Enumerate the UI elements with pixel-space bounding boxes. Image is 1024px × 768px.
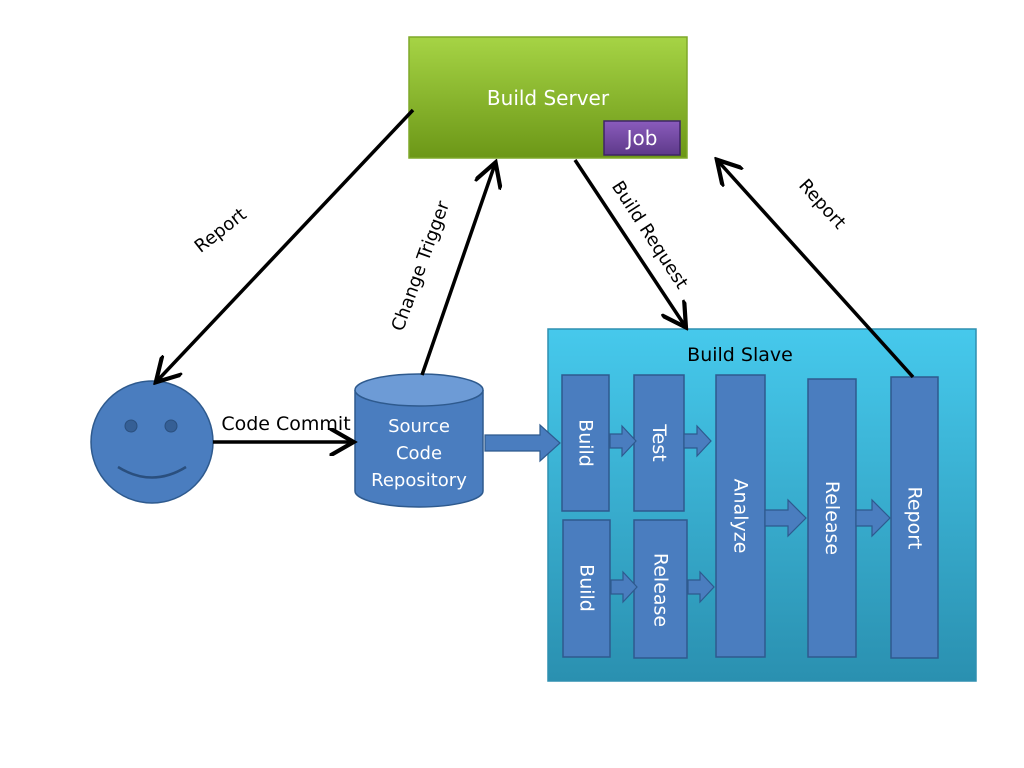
edge-label-code-commit: Code Commit (221, 413, 350, 435)
stage-release-bottom: Release (633, 519, 688, 659)
stage-build-top-label: Build (575, 419, 597, 467)
block-arrow-analyze-to-release (764, 498, 807, 538)
stage-test: Test (633, 374, 685, 512)
stage-test-label: Test (648, 423, 670, 461)
developer-actor (90, 380, 214, 504)
block-arrow-test-to-analyze (683, 424, 712, 458)
edge-change-trigger (420, 164, 495, 376)
repository-label-line1: Source (388, 416, 450, 437)
block-arrow-release-to-analyze (687, 570, 715, 604)
stage-build-bottom-label: Build (576, 564, 598, 612)
block-arrow-release-to-report (855, 498, 891, 538)
repository-label-line2: Code (396, 443, 442, 464)
edge-report-to-server (718, 161, 915, 379)
block-arrow-repo-to-build (484, 423, 561, 463)
job-badge: Job (603, 120, 681, 156)
repository-label-line3: Repository (371, 470, 467, 491)
edge-label-report-right: Report (794, 175, 850, 233)
stage-flow-arrows (484, 423, 891, 604)
job-label: Job (625, 126, 658, 150)
block-arrow-build-to-release (610, 570, 638, 604)
stage-build-top: Build (561, 374, 610, 512)
edge-build-request (573, 159, 685, 326)
stage-release: Release (807, 378, 857, 658)
build-server-node: Build Server (408, 36, 688, 159)
connector-arrows (157, 108, 915, 442)
edge-report-to-developer (157, 108, 415, 381)
stage-report: Report (890, 376, 939, 659)
stage-analyze-label: Analyze (730, 479, 752, 554)
stage-release-label: Release (821, 481, 843, 555)
smiley-face-icon (90, 380, 214, 504)
edge-label-report-left: Report (191, 204, 251, 257)
stage-release-bottom-label: Release (650, 553, 672, 627)
source-code-repository-node: Source Code Repository (354, 373, 484, 508)
stage-analyze: Analyze (715, 374, 766, 658)
build-server-label: Build Server (487, 86, 610, 110)
stage-report-label: Report (904, 487, 926, 550)
block-arrow-build-to-test (609, 424, 637, 458)
stage-build-bottom: Build (562, 519, 611, 658)
build-slave-label: Build Slave (687, 344, 793, 366)
